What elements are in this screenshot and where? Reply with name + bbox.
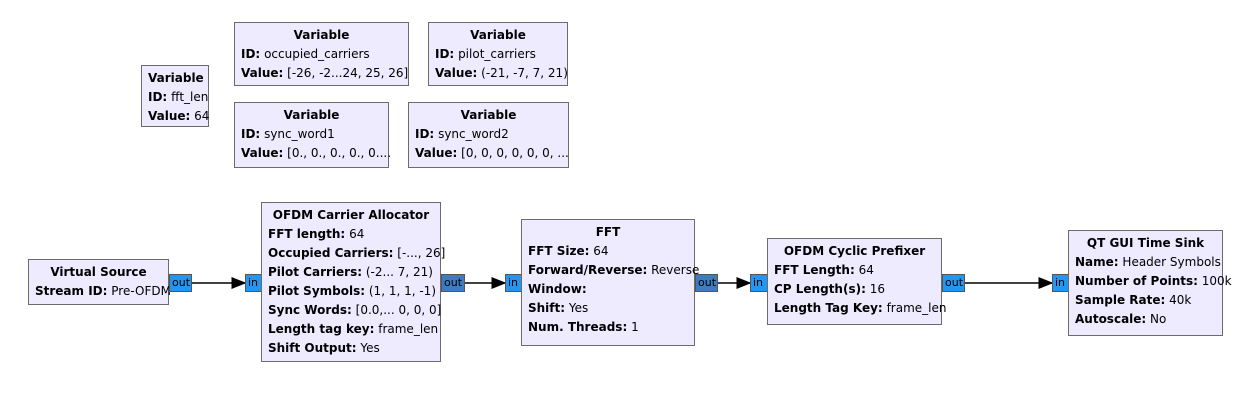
carrier-allocator-in-port[interactable]: in xyxy=(245,274,262,292)
param-number-of-points: Number of Points: 100k xyxy=(1075,274,1232,288)
virtual-source-block[interactable]: Virtual Source Stream ID: Pre-OFDM xyxy=(28,259,171,305)
virtual-source-out-port[interactable]: out xyxy=(169,274,192,292)
variable-block-occupied-carriers[interactable]: Variable ID: occupied_carriers Value: [-… xyxy=(234,22,409,86)
param-sample-rate: Sample Rate: 40k xyxy=(1075,293,1192,307)
variable-id: ID: pilot_carriers xyxy=(435,47,536,61)
param-occupied-carriers: Occupied Carriers: [-..., 26] xyxy=(268,246,446,260)
variable-value: Value: 64 xyxy=(148,109,210,123)
block-title: QT GUI Time Sink xyxy=(1086,236,1205,250)
variable-value: Value: [0, 0, 0, 0, 0, 0, ... xyxy=(415,146,569,160)
param-num-threads: Num. Threads: 1 xyxy=(528,320,639,334)
block-title: OFDM Carrier Allocator xyxy=(272,208,430,222)
cyclic-prefixer-block[interactable]: OFDM Cyclic Prefixer FFT Length: 64 CP L… xyxy=(767,238,947,325)
param-sync-words: Sync Words: [0.0,... 0, 0, 0] xyxy=(268,303,442,317)
variable-block-pilot-carriers[interactable]: Variable ID: pilot_carriers Value: (-21,… xyxy=(428,22,568,86)
variable-value: Value: [-26, -2...24, 25, 26] xyxy=(241,66,409,80)
time-sink-in-port[interactable]: in xyxy=(1052,274,1069,292)
block-title: Variable xyxy=(283,108,340,122)
variable-block-fft-len[interactable]: Variable ID: fft_len Value: 64 xyxy=(141,65,209,127)
variable-value: Value: [0., 0., 0., 0., 0.... xyxy=(241,146,392,160)
block-title: Variable xyxy=(293,28,350,42)
carrier-allocator-block[interactable]: OFDM Carrier Allocator FFT length: 64 Oc… xyxy=(261,202,446,362)
param-forward-reverse: Forward/Reverse: Reverse xyxy=(528,263,700,277)
param-stream-id: Stream ID: Pre-OFDM xyxy=(35,284,171,298)
param-autoscale: Autoscale: No xyxy=(1075,312,1167,326)
block-title: Variable xyxy=(470,28,526,42)
fft-out-port[interactable]: out xyxy=(695,274,718,292)
cyclic-prefixer-in-port[interactable]: in xyxy=(750,274,768,292)
param-length-tag-key: Length tag key: frame_len xyxy=(268,322,439,336)
param-fft-length: FFT length: 64 xyxy=(268,227,365,241)
block-title: FFT xyxy=(595,225,621,239)
param-cp-lengths: CP Length(s): 16 xyxy=(774,282,885,296)
param-name: Name: Header Symbols xyxy=(1075,255,1221,269)
param-shift: Shift: Yes xyxy=(528,301,589,315)
param-fft-length: FFT Length: 64 xyxy=(774,263,874,277)
param-pilot-carriers: Pilot Carriers: (-2... 7, 21) xyxy=(268,265,433,279)
variable-value: Value: (-21, -7, 7, 21) xyxy=(435,66,568,80)
variable-id: ID: sync_word1 xyxy=(241,127,335,141)
block-title: Variable xyxy=(148,71,204,85)
block-title: Variable xyxy=(460,108,517,122)
param-pilot-symbols: Pilot Symbols: (1, 1, 1, -1) xyxy=(268,284,436,298)
fft-in-port[interactable]: in xyxy=(505,274,522,292)
variable-block-sync-word2[interactable]: Variable ID: sync_word2 Value: [0, 0, 0,… xyxy=(408,102,569,168)
fft-block[interactable]: FFT FFT Size: 64 Forward/Reverse: Revers… xyxy=(521,219,700,346)
param-length-tag-key: Length Tag Key: frame_len xyxy=(774,301,947,315)
variable-id: ID: occupied_carriers xyxy=(241,47,370,61)
param-fft-size: FFT Size: 64 xyxy=(528,244,609,258)
variable-id: ID: sync_word2 xyxy=(415,127,509,141)
cyclic-prefixer-out-port[interactable]: out xyxy=(942,274,965,292)
block-title: OFDM Cyclic Prefixer xyxy=(783,244,926,258)
param-window: Window: xyxy=(528,282,587,296)
block-title: Virtual Source xyxy=(50,265,147,279)
variable-block-sync-word1[interactable]: Variable ID: sync_word1 Value: [0., 0., … xyxy=(234,102,392,168)
carrier-allocator-out-port[interactable]: out xyxy=(441,274,465,292)
time-sink-block[interactable]: QT GUI Time Sink Name: Header Symbols Nu… xyxy=(1068,230,1232,336)
variable-id: ID: fft_len xyxy=(148,90,209,104)
param-shift-output: Shift Output: Yes xyxy=(268,341,380,355)
